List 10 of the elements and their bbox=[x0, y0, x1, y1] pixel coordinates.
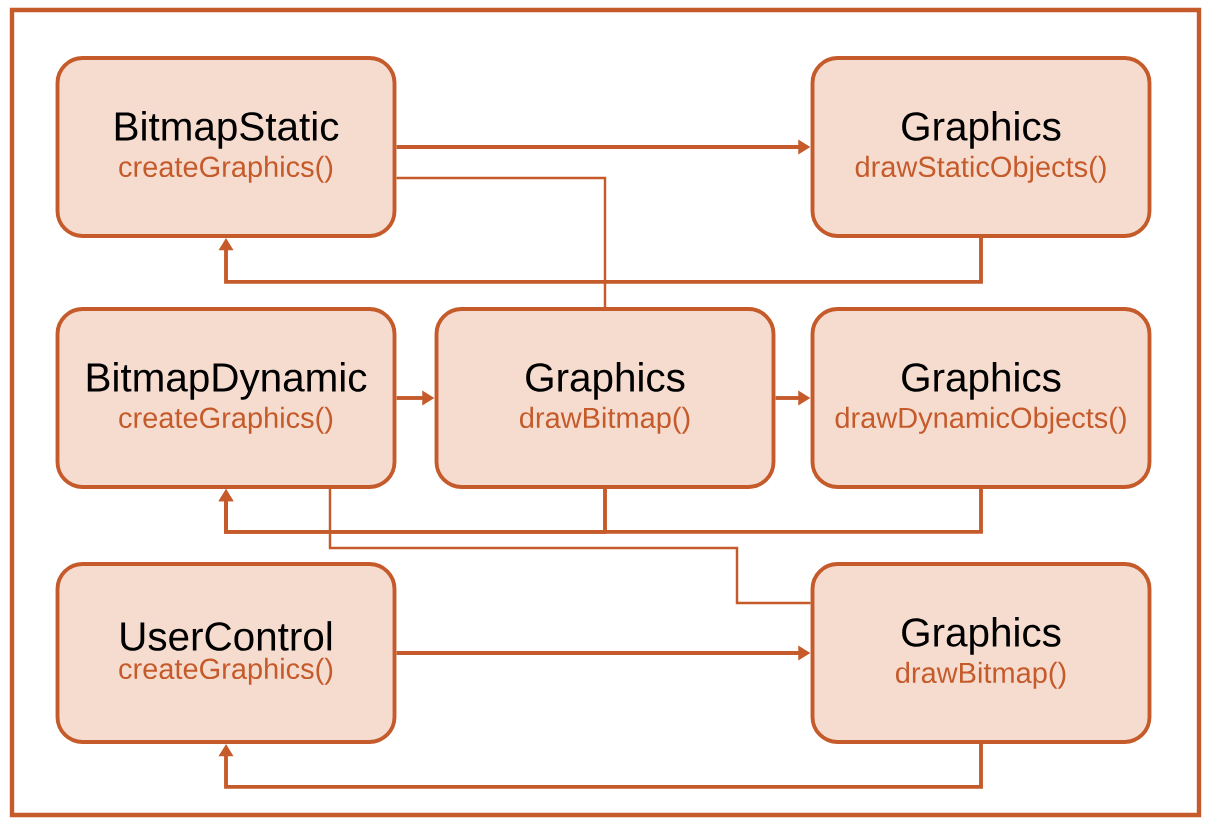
process-box: BitmapStatic createGraphics() bbox=[55, 56, 397, 238]
process-box: Graphics drawDynamicObjects() bbox=[810, 307, 1152, 489]
process-box: Graphics drawStaticObjects() bbox=[810, 56, 1152, 238]
arrow bbox=[218, 237, 983, 284]
process-box: BitmapDynamic createGraphics() bbox=[55, 307, 397, 489]
process-box: Graphics drawBitmap() bbox=[434, 307, 776, 489]
arrow bbox=[218, 488, 607, 534]
arrow bbox=[218, 743, 983, 789]
process-box: UserControl createGraphics() bbox=[55, 562, 397, 744]
process-box: Graphics drawBitmap() bbox=[810, 562, 1152, 744]
